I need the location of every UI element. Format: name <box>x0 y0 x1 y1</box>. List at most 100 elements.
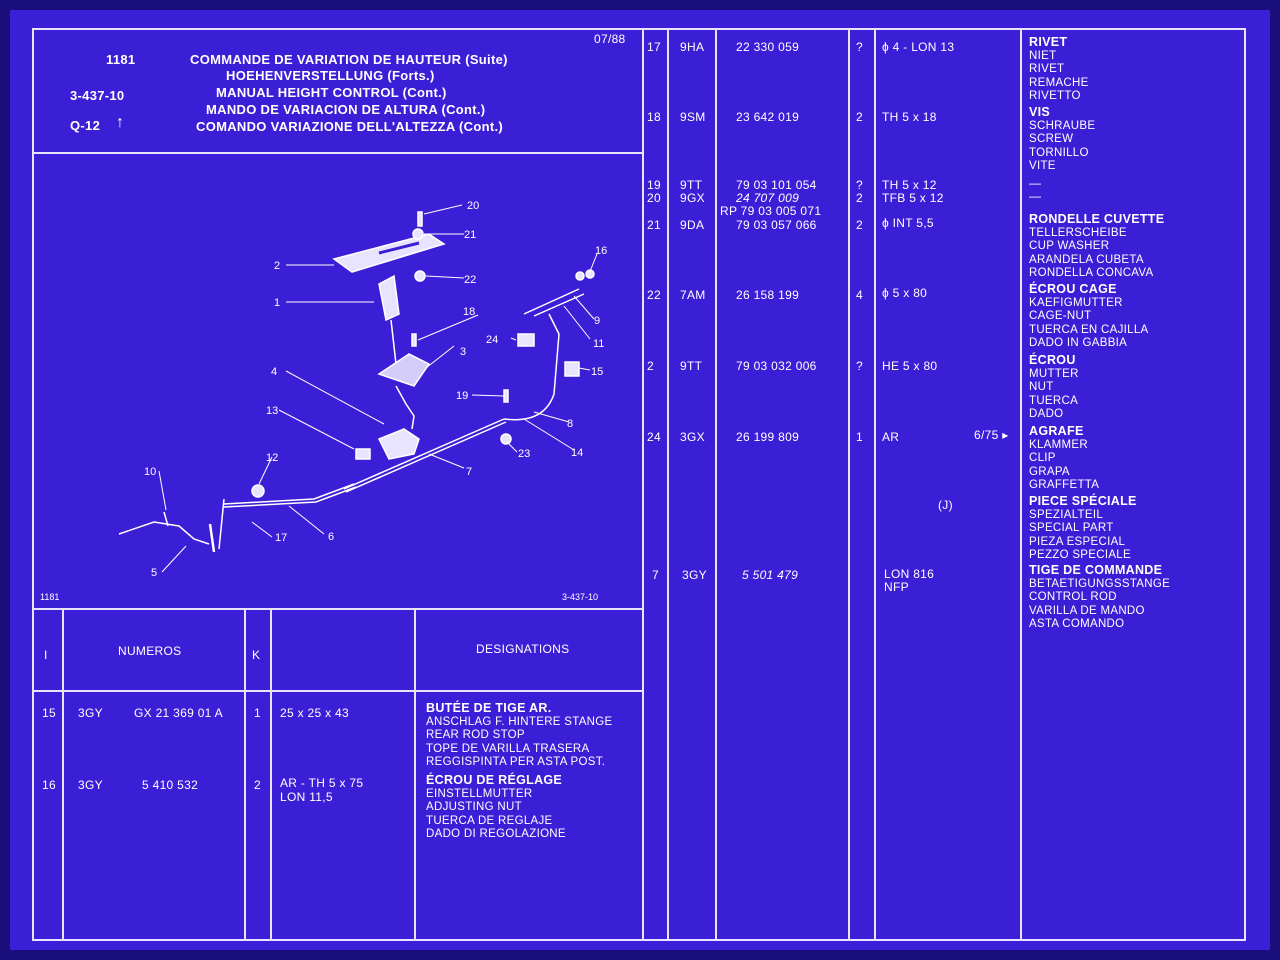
designation-fr: RIVET <box>1029 35 1068 49</box>
designation-es: VARILLA DE MANDO <box>1029 604 1145 617</box>
row-code: 9TT <box>680 178 703 192</box>
row-qty: 2 <box>856 110 863 124</box>
row-spec: ϕ INT 5,5 <box>882 216 934 230</box>
callout-19: 19 <box>456 390 468 402</box>
callout-23: 23 <box>518 448 530 460</box>
designation-it: VITE <box>1029 160 1056 173</box>
designation-de: NIET <box>1029 49 1057 62</box>
row-designations: TIGE DE COMMANDE BETAETIGUNGSSTANGE CONT… <box>1029 563 1170 632</box>
rod-6 <box>223 483 355 505</box>
callout-11: 11 <box>593 338 604 350</box>
callout-7: 7 <box>466 466 472 478</box>
designation-en: RIVET <box>1029 63 1065 76</box>
row-designations: ÉCROU CAGE KAEFIGMUTTER CAGE-NUT TUERCA … <box>1029 282 1149 351</box>
frame-left <box>32 28 34 941</box>
parts-sheet: 1181 3-437-10 Q-12 ↑ 07/88 COMMANDE DE V… <box>10 10 1270 950</box>
row-spec: HE 5 x 80 <box>882 359 938 373</box>
pins-16a <box>575 271 585 281</box>
row-code: 9GX <box>680 191 705 205</box>
designation-en: CONTROL ROD <box>1029 591 1117 604</box>
designation-it: DADO IN GABBIA <box>1029 337 1128 350</box>
callout-16: 16 <box>595 245 607 257</box>
row-qty: 2 <box>856 191 863 205</box>
row-number: 5 501 479 <box>742 568 799 582</box>
row-code: 9SM <box>680 110 706 124</box>
designation-de: EINSTELLMUTTER <box>426 787 533 800</box>
frame-right <box>1244 28 1246 941</box>
row-qty: 2 <box>254 778 261 792</box>
designation-it: DADO DI REGOLAZIONE <box>426 828 566 841</box>
row-spec2: LON 11,5 <box>280 790 333 804</box>
designation-de: KAEFIGMUTTER <box>1029 296 1123 309</box>
designation-es: PIEZA ESPECIAL <box>1029 535 1126 548</box>
row-idx: 21 <box>647 218 661 232</box>
row-number: 79 03 032 006 <box>736 359 817 373</box>
designation-es: GRAPA <box>1029 465 1070 478</box>
row-idx: 2 <box>647 359 654 373</box>
designation-en: NUT <box>1029 381 1054 394</box>
designation-de: TELLERSCHEIBE <box>1029 226 1127 239</box>
designation-fr: ÉCROU DE RÉGLAGE <box>426 773 563 787</box>
lever-knob <box>378 274 400 322</box>
table-head-divider <box>32 690 642 692</box>
callout-15: 15 <box>591 366 603 378</box>
designation-es: TOPE DE VARILLA TRASERA <box>426 742 590 755</box>
callout-14: 14 <box>571 447 583 459</box>
part-15 <box>564 361 580 377</box>
row-qty: 1 <box>254 706 261 720</box>
row-idx: 17 <box>647 40 661 54</box>
row-spec: ϕ 5 x 80 <box>882 286 928 300</box>
callout-3: 3 <box>460 346 466 358</box>
row-number: 5 410 532 <box>142 778 199 792</box>
row-qty: 2 <box>856 218 863 232</box>
designation-fr: ÉCROU CAGE <box>1029 282 1117 296</box>
designation-de: SPEZIALTEIL <box>1029 508 1104 521</box>
screw-18 <box>411 333 417 347</box>
designation-fr: RONDELLE CUVETTE <box>1029 212 1165 226</box>
row-idx: 22 <box>647 288 661 302</box>
callout-21: 21 <box>464 229 476 241</box>
row-spec: LON 816 <box>884 567 935 581</box>
row-designation: — <box>1029 176 1042 190</box>
row-spec: 25 x 25 x 43 <box>280 706 349 720</box>
designation-it: DADO <box>1029 408 1064 421</box>
row-qty: 1 <box>856 430 863 444</box>
row-qty: ? <box>856 40 863 54</box>
col-header-numeros: NUMEROS <box>118 644 182 658</box>
designation-en: REAR ROD STOP <box>426 729 525 742</box>
designation-de: MUTTER <box>1029 367 1079 380</box>
washer-21 <box>412 228 424 240</box>
title-de: HOEHENVERSTELLUNG (Forts.) <box>226 68 435 83</box>
row-number: 22 330 059 <box>736 40 800 54</box>
left-col-line-4 <box>414 608 416 941</box>
title-it: COMANDO VARIAZIONE DELL'ALTEZZA (Cont.) <box>196 119 504 134</box>
row-code: 3GX <box>680 430 705 444</box>
callout-18: 18 <box>463 306 475 318</box>
row-spec: TH 5 x 18 <box>882 110 937 124</box>
callout-24: 24 <box>486 334 498 346</box>
row-designations: PIECE SPÉCIALE SPEZIALTEIL SPECIAL PART … <box>1029 494 1137 563</box>
designation-es: TUERCA EN CAJILLA <box>1029 323 1149 336</box>
designation-fr: PIECE SPÉCIALE <box>1029 494 1137 508</box>
row-designations: RONDELLE CUVETTE TELLERSCHEIBE CUP WASHE… <box>1029 212 1165 281</box>
clip-24 <box>517 333 535 347</box>
designation-fr: BUTÉE DE TIGE AR. <box>426 701 552 715</box>
callout-22: 22 <box>464 274 476 286</box>
bracket-part <box>377 353 431 387</box>
diagram-footer-right: 3-437-10 <box>562 592 598 602</box>
row-spec: ϕ 4 - LON 13 <box>882 40 955 54</box>
row-note: 6/75 ▸ <box>974 428 1009 442</box>
grommet-12 <box>251 484 265 498</box>
col-header-k: K <box>252 648 261 662</box>
callout-10: 10 <box>144 466 156 478</box>
row-code: 9HA <box>680 40 705 54</box>
designation-de: KLAMMER <box>1029 438 1088 451</box>
row-number2: RP 79 03 005 071 <box>720 204 822 218</box>
screw-19 <box>503 389 509 403</box>
col-header-i: I <box>44 648 48 662</box>
designation-it: RIVETTO <box>1029 90 1081 103</box>
control-rod-7 <box>343 418 505 490</box>
designation-it: ASTA COMANDO <box>1029 618 1125 631</box>
row-code: 9DA <box>680 218 705 232</box>
row-designations: ÉCROU DE RÉGLAGE EINSTELLMUTTER ADJUSTIN… <box>426 773 566 842</box>
